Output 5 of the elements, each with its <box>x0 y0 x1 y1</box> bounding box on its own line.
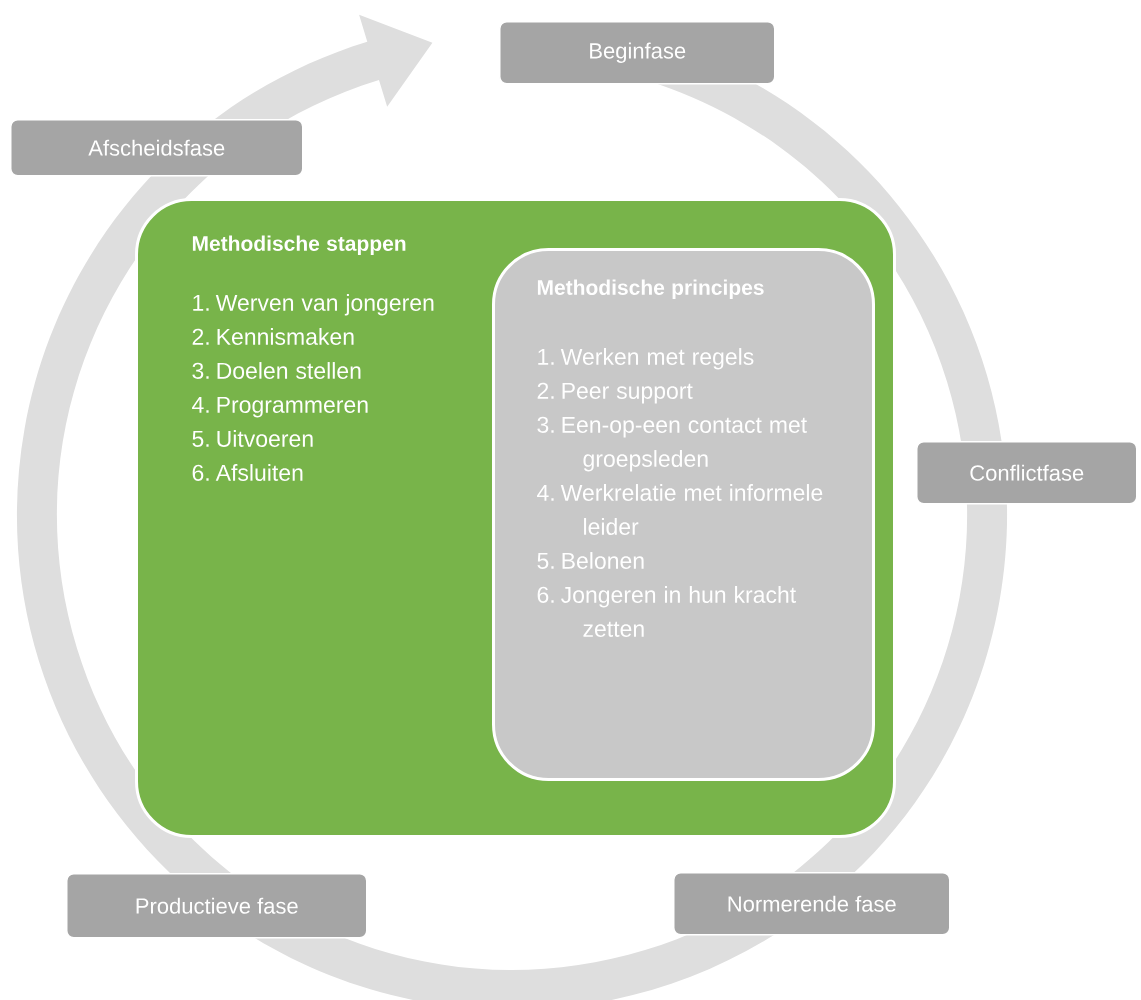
phase-box: Normerende fase <box>673 872 951 936</box>
phase-box: Afscheidsfase <box>10 119 304 177</box>
phase-box: Productieve fase <box>66 873 368 939</box>
phase-box: Conflictfase <box>916 441 1138 505</box>
phase-box: Beginfase <box>499 21 776 85</box>
